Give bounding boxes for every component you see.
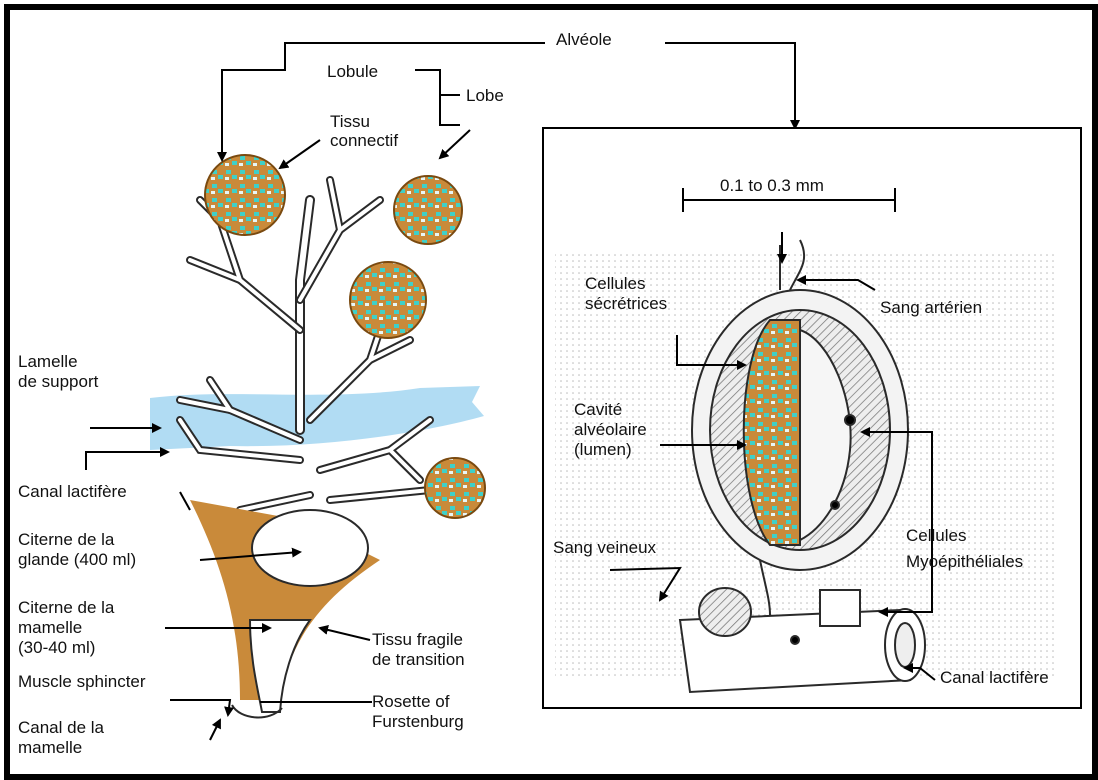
label-lobe: Lobe xyxy=(466,86,504,106)
label-lamelle-1: Lamelle xyxy=(18,352,78,372)
label-muscle-sphincter: Muscle sphincter xyxy=(18,672,146,692)
label-cellules-myo-2: Myoépithéliales xyxy=(906,552,1023,572)
label-citerne-glande-2: glande (400 ml) xyxy=(18,550,136,570)
label-cavite-3: (lumen) xyxy=(574,440,632,460)
label-scale: 0.1 to 0.3 mm xyxy=(720,176,824,196)
label-canal-lactifere-left: Canal lactifère xyxy=(18,482,127,502)
label-cavite-2: alvéolaire xyxy=(574,420,647,440)
label-lamelle-2: de support xyxy=(18,372,98,392)
label-cellules-secretrices-1: Cellules xyxy=(585,274,645,294)
label-sang-arteriel: Sang artérien xyxy=(880,298,982,318)
label-cellules-myo-1: Cellules xyxy=(906,526,966,546)
label-cavite-1: Cavité xyxy=(574,400,622,420)
label-sang-veineux: Sang veineux xyxy=(553,538,656,558)
label-canal-lactifere-right: Canal lactifère xyxy=(940,668,1049,688)
duct-tree xyxy=(180,180,430,510)
label-lobule: Lobule xyxy=(327,62,378,82)
label-citerne-mamelle-1: Citerne de la xyxy=(18,598,114,618)
label-canal-mamelle-2: mamelle xyxy=(18,738,82,758)
label-cellules-secretrices-2: sécrétrices xyxy=(585,294,667,314)
label-rosette-1: Rosette of xyxy=(372,692,450,712)
label-citerne-mamelle-2: mamelle xyxy=(18,618,82,638)
label-rosette-2: Furstenburg xyxy=(372,712,464,732)
label-tissu-connectif-1: Tissu xyxy=(330,112,370,132)
label-citerne-glande-1: Citerne de la xyxy=(18,530,114,550)
label-canal-mamelle-1: Canal de la xyxy=(18,718,104,738)
label-citerne-mamelle-3: (30-40 ml) xyxy=(18,638,95,658)
label-alveole: Alvéole xyxy=(556,30,612,50)
label-tissu-fragile-2: de transition xyxy=(372,650,465,670)
label-tissu-fragile-1: Tissu fragile xyxy=(372,630,463,650)
label-tissu-connectif-2: connectif xyxy=(330,131,398,151)
gland-cistern xyxy=(190,500,380,717)
